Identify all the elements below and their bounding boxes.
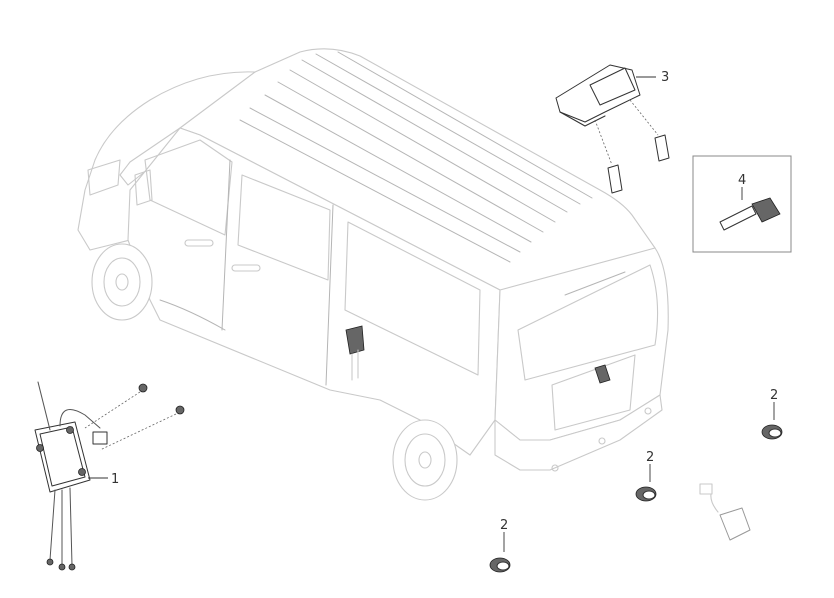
callout-2-right: 2 xyxy=(770,388,778,403)
callout-2-bottom: 2 xyxy=(500,518,508,533)
callout-2-middle: 2 xyxy=(646,450,654,465)
sensor-part-middle xyxy=(635,464,657,502)
sensor-part-right xyxy=(761,402,783,440)
callout-4: 4 xyxy=(738,173,746,188)
van-mounted-components xyxy=(345,325,652,472)
camera-part xyxy=(699,483,751,541)
van-illustration xyxy=(77,48,669,501)
sensor-part-box xyxy=(692,155,792,253)
bracket-module-part xyxy=(555,64,670,194)
callout-1: 1 xyxy=(111,472,119,487)
callout-3: 3 xyxy=(661,70,669,85)
sensor-part-bottom xyxy=(489,532,511,573)
control-module-part xyxy=(34,381,185,571)
